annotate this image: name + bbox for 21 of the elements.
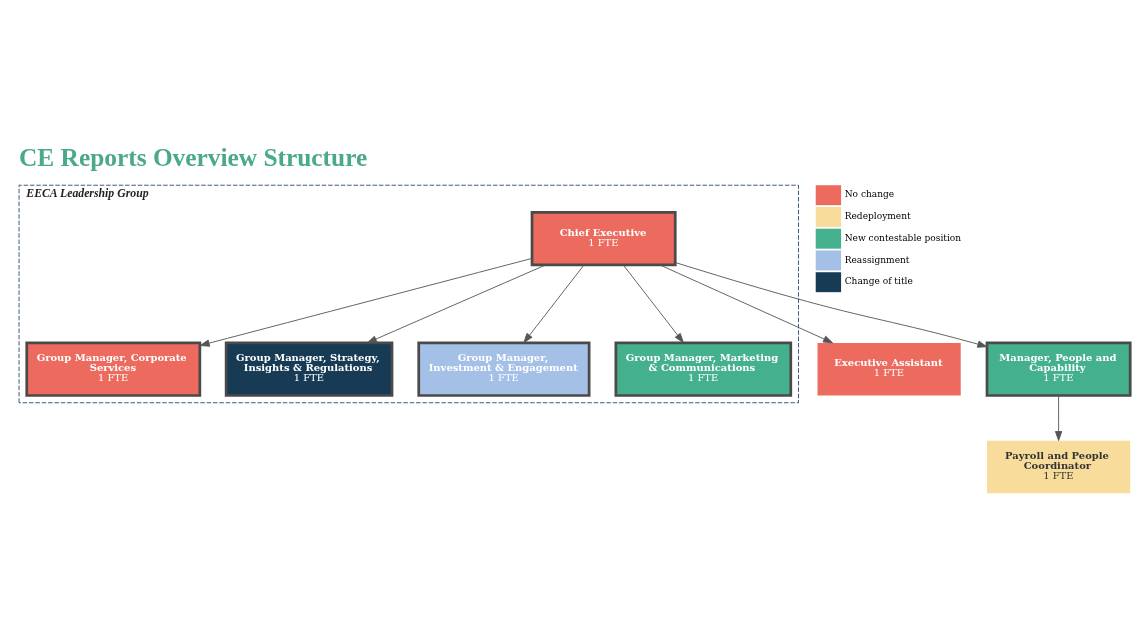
node-box: Group Manager, Marketing & Communications 1 FTE: [614, 341, 793, 397]
legend-label: New contestable position: [844, 232, 962, 243]
legend-label: Change of title: [844, 275, 913, 286]
arrow: [199, 257, 533, 347]
arrow: [674, 261, 988, 348]
arrow: [622, 264, 684, 343]
node-box: Group Manager, Corporate Services 1 FTE: [25, 341, 202, 397]
node-box: Group Manager, Strategy, Insights & Regulations 1 FTE: [224, 341, 394, 397]
legend-label: Redeployment: [844, 210, 911, 221]
arrow: [366, 264, 546, 343]
diagram-title: CE Reports Overview Structure: [19, 142, 368, 171]
node-box: Payroll and People Coordinator 1 FTE: [987, 440, 1131, 493]
arrow: [659, 264, 834, 343]
node-box: Group Manager, Investment & Engagement 1 FTE: [417, 341, 591, 397]
arrow: [523, 264, 585, 343]
node-box: Manager, People and Capability 1 FTE: [985, 341, 1132, 397]
node-box: Executive Assistant 1 FTE: [817, 342, 961, 395]
arrow: [1054, 394, 1063, 441]
node-box: Chief Executive 1 FTE: [530, 210, 677, 266]
legend-label: No change: [844, 188, 895, 199]
legend-label: Reassignment: [844, 254, 910, 265]
